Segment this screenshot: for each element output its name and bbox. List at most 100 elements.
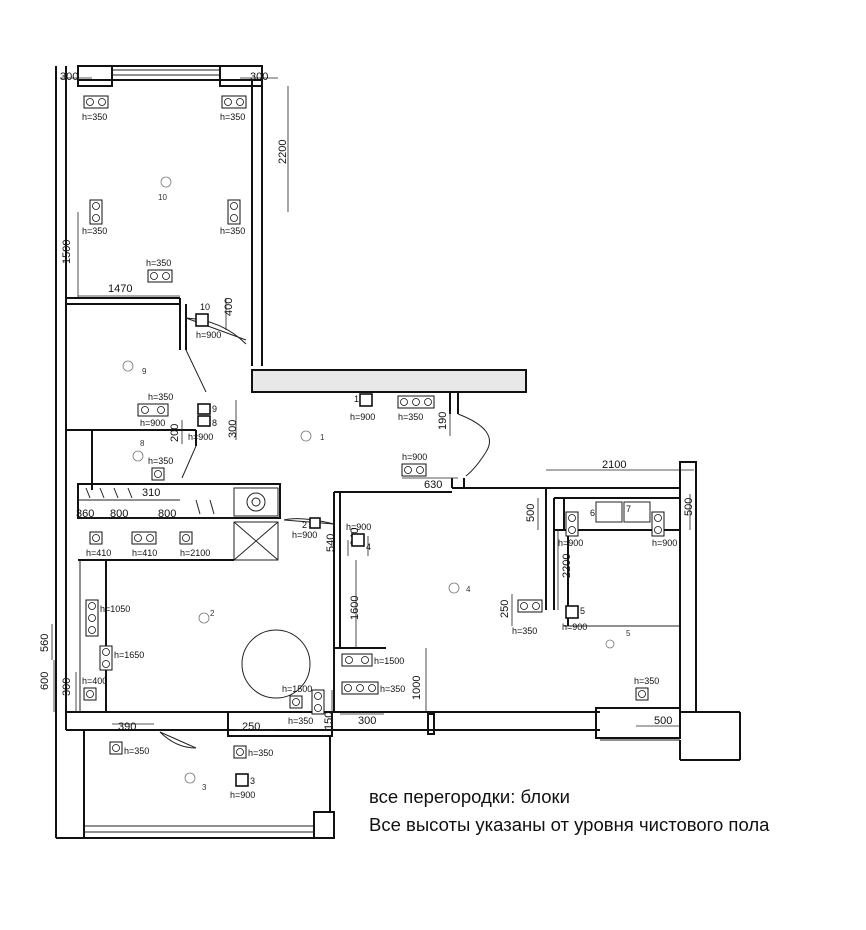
- ceiling-lamp-icon: [300, 430, 312, 442]
- light-switch-icon: [197, 415, 211, 427]
- ceiling-lamp-icon: [448, 582, 460, 594]
- light-switch-icon: [565, 605, 579, 619]
- height-label: h=350: [146, 258, 171, 268]
- switch-number: 2: [302, 520, 307, 530]
- double-socket-icon: [565, 511, 579, 537]
- dim-label: 1600: [349, 596, 361, 620]
- dim-label: 560: [39, 634, 51, 652]
- partitions: [66, 297, 680, 749]
- dining-table-outline: [241, 629, 311, 699]
- height-label: h=350: [220, 226, 245, 236]
- double-socket-icon: [147, 269, 173, 283]
- room-number: 1: [320, 433, 325, 442]
- room-number: 3: [202, 783, 207, 792]
- light-switch-icon: [235, 773, 249, 787]
- double-socket-icon: [341, 681, 379, 695]
- double-socket-icon: [131, 531, 157, 545]
- switch-number: 8: [212, 418, 217, 428]
- dim-label: 400: [223, 298, 235, 316]
- height-label: h=2100: [180, 548, 210, 558]
- double-socket-icon: [341, 653, 373, 667]
- height-label: h=350: [124, 746, 149, 756]
- switch-number: 9: [212, 404, 217, 414]
- dim-label: 2100: [602, 459, 626, 471]
- height-label: h=350: [82, 226, 107, 236]
- double-socket-icon: [651, 511, 665, 537]
- dim-label: 360: [76, 508, 94, 520]
- height-label: h=900: [562, 622, 587, 632]
- dim-label: 300: [60, 71, 78, 83]
- sockets: h=350 h=350 h=350 h=350 h=350 h=350 h=90…: [82, 95, 677, 759]
- light-switch-icon: [351, 533, 365, 547]
- dim-label: 300: [250, 71, 268, 83]
- room-markers: 10 9 8 1 4 2 5 3: [122, 176, 631, 792]
- ceiling-lamp-icon: [605, 639, 615, 649]
- height-label: h=350: [288, 716, 313, 726]
- dim-label: 500: [654, 715, 672, 727]
- height-label: h=900: [346, 522, 371, 532]
- switch-number: 5: [580, 606, 585, 616]
- height-label: h=350: [220, 112, 245, 122]
- dim-label: 1470: [108, 283, 132, 295]
- dim-label: 300: [358, 715, 376, 727]
- height-label: h=350: [248, 748, 273, 758]
- height-label: h=900: [558, 538, 583, 548]
- height-label: h=350: [512, 626, 537, 636]
- double-socket-icon: [99, 645, 113, 671]
- switch-number: 10: [200, 302, 210, 312]
- dim-label: 1500: [61, 240, 73, 264]
- socket-stack-icon: [85, 599, 99, 637]
- note-heights: Все высоты указаны от уровня чистового п…: [369, 814, 770, 835]
- dim-label: 800: [158, 508, 176, 520]
- single-socket-icon: [151, 467, 165, 481]
- note-partitions: все перегородки: блоки: [369, 786, 570, 807]
- dim-label: 300: [61, 678, 73, 696]
- switches: 10 h=900 1 h=900 9 8 h=900 2 h=900 h=900…: [188, 302, 631, 800]
- dim-label: 250: [242, 721, 260, 733]
- double-socket-icon: [89, 199, 103, 225]
- switch-number: 1: [354, 394, 359, 404]
- height-label: h=1650: [114, 650, 144, 660]
- double-socket-icon: [311, 689, 325, 715]
- room-number: 9: [142, 367, 147, 376]
- height-label: h=350: [398, 412, 423, 422]
- light-switch-icon: [197, 403, 211, 415]
- height-label: h=900: [140, 418, 165, 428]
- double-socket-icon: [517, 599, 543, 613]
- double-socket-icon: [137, 403, 169, 417]
- dim-label: 300: [227, 420, 239, 438]
- height-label: h=400: [82, 676, 107, 686]
- dim-label: 500: [683, 498, 695, 516]
- light-switch-icon: [195, 313, 209, 327]
- height-label: h=900: [402, 452, 427, 462]
- light-switch-icon: [359, 393, 373, 407]
- room-number: 5: [626, 629, 631, 638]
- double-socket-icon: [227, 199, 241, 225]
- dim-label: 500: [525, 504, 537, 522]
- height-label: h=350: [380, 684, 405, 694]
- dim-label: 600: [39, 672, 51, 690]
- height-label: h=900: [652, 538, 677, 548]
- room-number: 2: [210, 609, 215, 618]
- single-socket-icon: [233, 745, 247, 759]
- double-socket-icon: [83, 95, 109, 109]
- height-label: h=1500: [374, 656, 404, 666]
- height-label: h=1500: [282, 684, 312, 694]
- ceiling-lamp-icon: [184, 772, 196, 784]
- ceiling-lamp-icon: [132, 450, 144, 462]
- height-label: h=350: [82, 112, 107, 122]
- height-label: h=900: [196, 330, 221, 340]
- height-label: h=350: [634, 676, 659, 686]
- ceiling-lamp-icon: [198, 612, 210, 624]
- dim-label: 540: [325, 534, 337, 552]
- height-label: h=350: [148, 456, 173, 466]
- switch-number: 4: [366, 542, 371, 552]
- double-socket-icon: [89, 531, 103, 545]
- room-number: 4: [466, 585, 471, 594]
- room-number: 10: [158, 193, 167, 202]
- outer-walls: [55, 65, 741, 839]
- room-number: 8: [140, 439, 145, 448]
- height-label: h=900: [230, 790, 255, 800]
- dim-label: 310: [142, 487, 160, 499]
